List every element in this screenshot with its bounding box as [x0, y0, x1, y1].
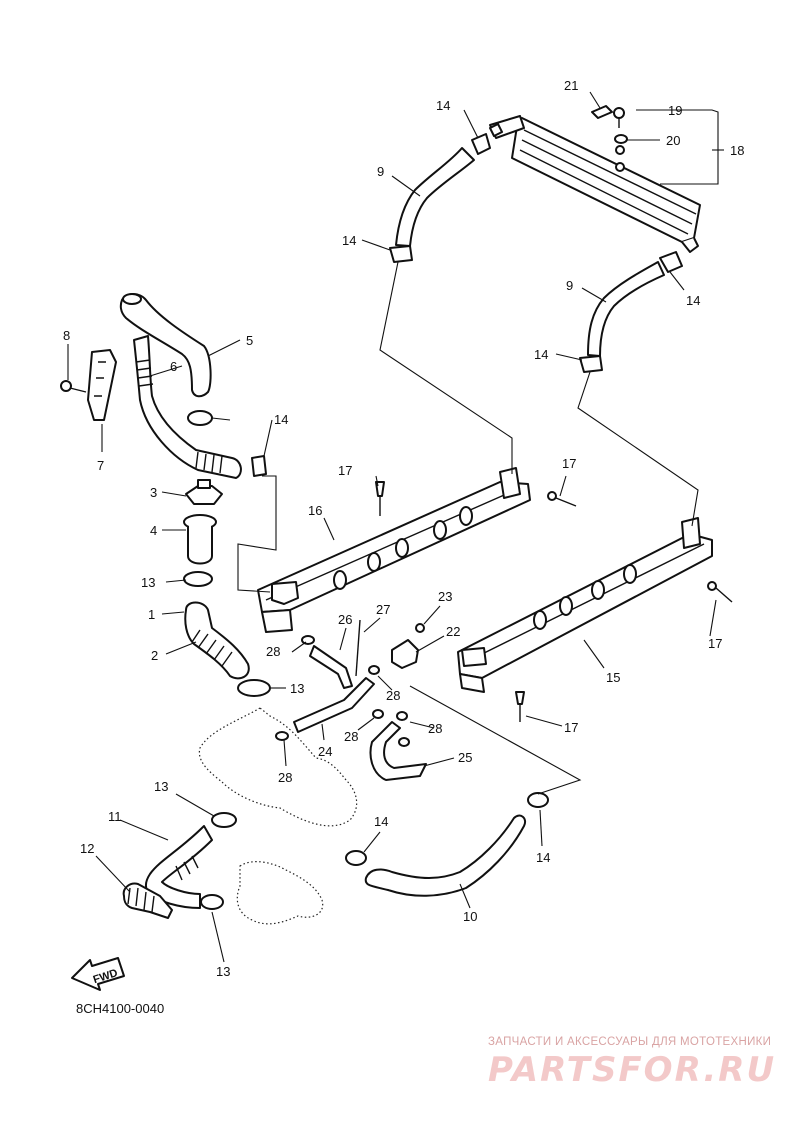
callout-11: 11 [108, 809, 122, 824]
routing-lines [237, 261, 699, 795]
callout-17d: 17 [564, 720, 578, 735]
joint-22 [391, 639, 419, 669]
hose-5 [119, 293, 212, 398]
callout-17b: 17 [562, 456, 576, 471]
bracket-7 [87, 349, 117, 421]
bolt-19 [613, 107, 625, 128]
callout-7: 7 [97, 458, 104, 473]
callout-8: 8 [63, 328, 70, 343]
cap-3 [185, 479, 223, 505]
callout-13a: 13 [141, 575, 155, 590]
callout-26: 26 [338, 612, 352, 627]
clamp-14-left-lower [389, 245, 413, 263]
engine-part-sketch [236, 861, 324, 925]
callout-24: 24 [318, 744, 332, 759]
clamp-13-upper [183, 571, 213, 587]
callout-14b: 14 [342, 233, 356, 248]
callout-1: 1 [148, 607, 155, 622]
watermark-brand: PARTSFOR.RU [488, 1050, 777, 1090]
hose-9-left [395, 147, 475, 247]
hose-6 [133, 335, 242, 479]
clamp-14-top [471, 123, 503, 155]
hose-10 [364, 814, 526, 897]
callout-14a: 14 [436, 98, 450, 113]
callout-28a: 28 [266, 644, 280, 659]
callout-18: 18 [730, 143, 744, 158]
callout-3: 3 [150, 485, 157, 500]
callout-6: 6 [170, 359, 177, 374]
callout-14d: 14 [686, 293, 700, 308]
cooler-rail-15 [457, 517, 713, 693]
callout-21: 21 [564, 78, 578, 93]
oil-cooler-assembly [489, 115, 701, 253]
clamp-13-bottom-a [211, 812, 237, 828]
bolt-17-b [547, 491, 577, 507]
callout-9b: 9 [566, 278, 573, 293]
clamp-14-right-lower [579, 355, 603, 373]
clamp-14-bottom-a [345, 850, 367, 866]
callout-28d: 28 [428, 721, 442, 736]
callout-12: 12 [80, 841, 94, 856]
bolt-23 [415, 623, 425, 633]
clamp-14-right-upper [659, 251, 683, 273]
hose-1-2 [184, 601, 250, 680]
callout-15: 15 [606, 670, 620, 685]
callout-22: 22 [446, 624, 460, 639]
callout-4: 4 [150, 523, 157, 538]
filler-neck-4 [183, 514, 217, 565]
callout-16: 16 [308, 503, 322, 518]
clamps-28 [275, 635, 410, 747]
callout-14f: 14 [374, 814, 388, 829]
engine-outline [198, 707, 358, 827]
bolt-8 [60, 380, 87, 393]
hose-9-right [587, 261, 665, 357]
hose-24 [293, 677, 375, 733]
bolt-21 [591, 105, 613, 119]
callout-19: 19 [668, 103, 682, 118]
callout-14e: 14 [274, 412, 288, 427]
callout-14g: 14 [536, 850, 550, 865]
bolt-17-a [375, 481, 385, 516]
callout-25: 25 [458, 750, 472, 765]
callout-28c: 28 [344, 729, 358, 744]
callout-13b: 13 [290, 681, 304, 696]
watermark-tagline: ЗАПЧАСТИ И АКСЕССУАРЫ ДЛЯ МОТОТЕХНИКИ [488, 1036, 772, 1048]
callout-labels: 1 2 3 4 5 6 7 8 9 9 10 11 12 13 13 13 13… [63, 78, 744, 979]
callout-5: 5 [246, 333, 253, 348]
callout-17a: 17 [338, 463, 352, 478]
leader-lines [67, 91, 724, 963]
callout-14c: 14 [534, 347, 548, 362]
callout-9a: 9 [377, 164, 384, 179]
callout-27: 27 [376, 602, 390, 617]
callout-28e: 28 [278, 770, 292, 785]
bolt-17-d [515, 691, 525, 722]
bolt-17-c [707, 581, 733, 603]
callout-20: 20 [666, 133, 680, 148]
callout-23: 23 [438, 589, 452, 604]
callout-13d: 13 [216, 964, 230, 979]
clamp-14-left-b [251, 455, 267, 477]
washer-20 [614, 134, 628, 144]
callout-28b: 28 [386, 688, 400, 703]
clamp-13-lower [237, 679, 271, 697]
pipe-27 [355, 619, 361, 677]
callout-2: 2 [151, 648, 158, 663]
fwd-arrow-icon: FWD [71, 957, 125, 991]
clamp-14-left [187, 410, 213, 426]
clamp-14-bottom-b [527, 792, 549, 808]
callout-13c: 13 [154, 779, 168, 794]
callout-17c: 17 [708, 636, 722, 651]
callout-10: 10 [463, 909, 477, 924]
clamp-13-bottom-b [200, 894, 224, 910]
diagram-code: 8CH4100-0040 [76, 1001, 165, 1016]
cooler-rail-16 [257, 467, 531, 633]
hose-25 [369, 721, 427, 781]
hose-26 [309, 645, 353, 689]
